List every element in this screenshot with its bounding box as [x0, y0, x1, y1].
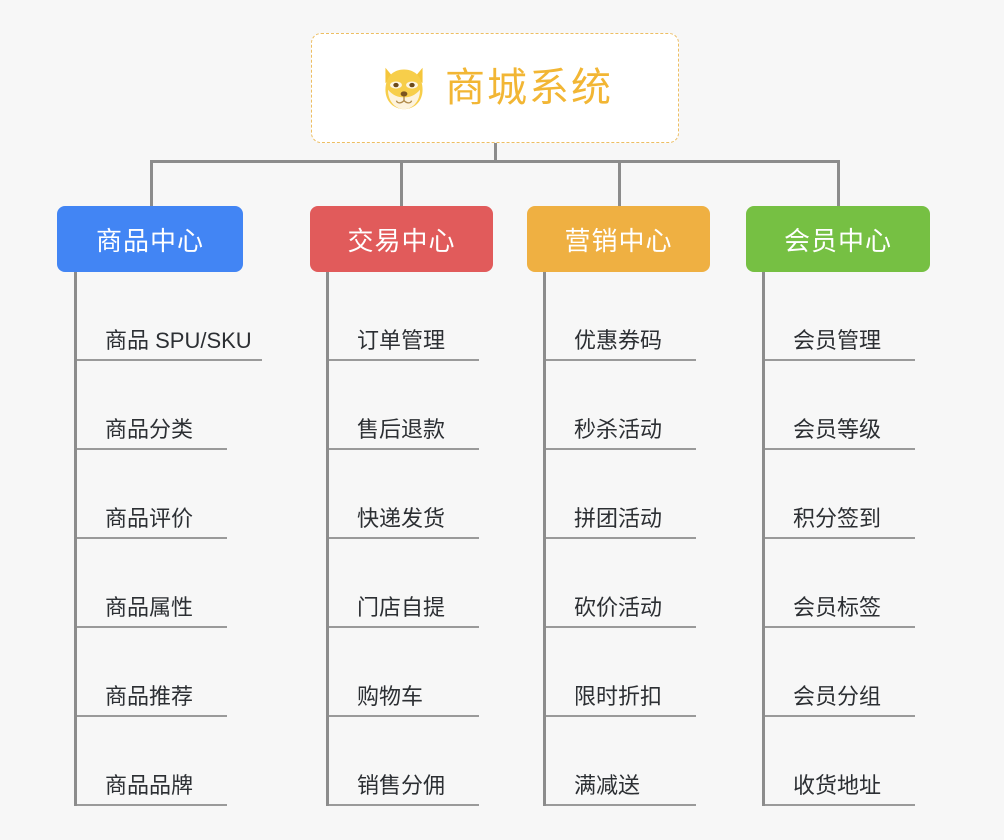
- item-rail-trade: 订单管理 售后退款 快递发货 门店自提 购物车 销售分佣: [326, 272, 493, 806]
- list-item-label: 订单管理: [357, 327, 446, 353]
- list-item-label: 购物车: [357, 683, 424, 709]
- category-header-label: 营销中心: [564, 225, 673, 256]
- list-item[interactable]: 拼团活动: [546, 450, 696, 539]
- root-title: 商城系统: [445, 66, 613, 110]
- list-item[interactable]: 售后退款: [329, 361, 479, 450]
- connector-drop-3: [837, 160, 840, 208]
- list-item[interactable]: 满减送: [546, 717, 696, 806]
- list-item[interactable]: 会员管理: [765, 272, 915, 361]
- category-header-product[interactable]: 商品中心: [57, 206, 243, 272]
- list-item[interactable]: 商品属性: [77, 539, 227, 628]
- branch-column-marketing: 营销中心 优惠券码 秒杀活动 拼团活动 砍价活动 限时折扣 满减送: [527, 206, 710, 806]
- list-item-label: 限时折扣: [574, 683, 663, 709]
- shiba-dog-face-icon: [385, 67, 423, 110]
- connector-drop-2: [618, 160, 621, 208]
- item-rail-member: 会员管理 会员等级 积分签到 会员标签 会员分组 收货地址: [762, 272, 930, 806]
- connector-drop-1: [400, 160, 403, 208]
- list-item-label: 商品评价: [105, 505, 194, 531]
- list-item-label: 砍价活动: [574, 594, 663, 620]
- list-item-label: 商品属性: [105, 594, 194, 620]
- list-item[interactable]: 快递发货: [329, 450, 479, 539]
- list-item-label: 门店自提: [357, 594, 446, 620]
- list-item-label: 快递发货: [357, 505, 446, 531]
- list-item[interactable]: 销售分佣: [329, 717, 479, 806]
- list-item[interactable]: 门店自提: [329, 539, 479, 628]
- category-header-marketing[interactable]: 营销中心: [527, 206, 710, 272]
- list-item[interactable]: 会员等级: [765, 361, 915, 450]
- category-header-label: 会员中心: [783, 225, 892, 256]
- list-item-label: 商品 SPU/SKU: [105, 327, 252, 353]
- list-item[interactable]: 订单管理: [329, 272, 479, 361]
- category-header-label: 交易中心: [347, 225, 456, 256]
- list-item[interactable]: 秒杀活动: [546, 361, 696, 450]
- list-item[interactable]: 商品品牌: [77, 717, 227, 806]
- list-item-label: 商品分类: [105, 416, 194, 442]
- list-item-label: 拼团活动: [574, 505, 663, 531]
- list-item[interactable]: 商品评价: [77, 450, 227, 539]
- branch-column-trade: 交易中心 订单管理 售后退款 快递发货 门店自提 购物车 销售分佣: [310, 206, 493, 806]
- item-rail-marketing: 优惠券码 秒杀活动 拼团活动 砍价活动 限时折扣 满减送: [543, 272, 710, 806]
- list-item[interactable]: 积分签到: [765, 450, 915, 539]
- list-item-label: 积分签到: [793, 505, 882, 531]
- category-header-label: 商品中心: [95, 225, 204, 256]
- list-item[interactable]: 会员分组: [765, 628, 915, 717]
- list-item[interactable]: 限时折扣: [546, 628, 696, 717]
- list-item[interactable]: 商品 SPU/SKU: [77, 272, 262, 361]
- list-item[interactable]: 优惠券码: [546, 272, 696, 361]
- list-item[interactable]: 砍价活动: [546, 539, 696, 628]
- category-header-trade[interactable]: 交易中心: [310, 206, 493, 272]
- list-item-label: 会员标签: [793, 594, 882, 620]
- connector-drop-0: [150, 160, 153, 208]
- list-item[interactable]: 收货地址: [765, 717, 915, 806]
- category-header-member[interactable]: 会员中心: [746, 206, 930, 272]
- list-item-label: 商品推荐: [105, 683, 194, 709]
- list-item-label: 会员分组: [793, 683, 882, 709]
- list-item[interactable]: 商品分类: [77, 361, 227, 450]
- connector-root-stem: [494, 143, 497, 162]
- list-item-label: 收货地址: [793, 772, 882, 798]
- list-item[interactable]: 会员标签: [765, 539, 915, 628]
- list-item-label: 销售分佣: [357, 772, 446, 798]
- list-item-label: 秒杀活动: [574, 416, 663, 442]
- list-item-label: 售后退款: [357, 416, 446, 442]
- root-node[interactable]: 商城系统: [311, 33, 679, 143]
- list-item-label: 商品品牌: [105, 772, 194, 798]
- list-item-label: 会员等级: [793, 416, 882, 442]
- list-item[interactable]: 商品推荐: [77, 628, 227, 717]
- list-item-label: 满减送: [574, 772, 641, 798]
- list-item-label: 会员管理: [793, 327, 882, 353]
- branch-column-product: 商品中心 商品 SPU/SKU 商品分类 商品评价 商品属性 商品推荐 商品品牌: [57, 206, 262, 806]
- connector-horizontal-bus: [150, 160, 840, 163]
- branch-column-member: 会员中心 会员管理 会员等级 积分签到 会员标签 会员分组 收货地址: [746, 206, 930, 806]
- list-item[interactable]: 购物车: [329, 628, 479, 717]
- list-item-label: 优惠券码: [574, 327, 663, 353]
- item-rail-product: 商品 SPU/SKU 商品分类 商品评价 商品属性 商品推荐 商品品牌: [74, 272, 262, 806]
